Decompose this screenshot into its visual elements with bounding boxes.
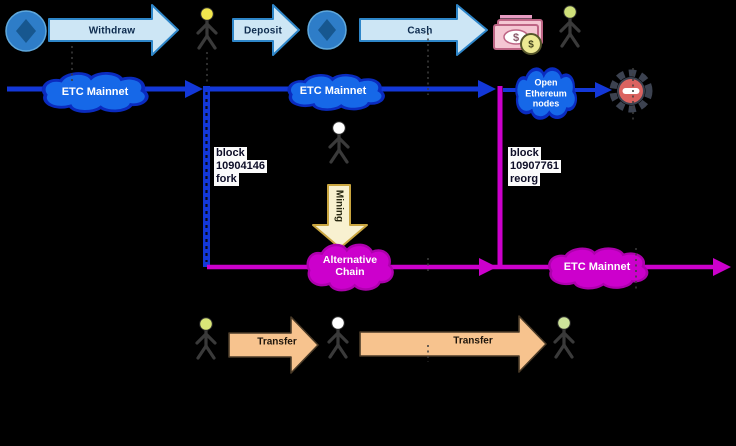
transfer-arrow-left [228,316,319,374]
cash-arrow [359,4,488,56]
exchange-icon [5,10,47,52]
fork-annotation: block 10904146 fork [214,147,267,186]
etc-mainnet-cloud-center [287,73,385,111]
fork-line1: block [214,147,247,160]
person-icon [553,316,575,359]
person-icon [328,121,350,164]
flow-arrowheads [185,80,731,276]
reorg-line3: reorg [508,173,541,186]
timeline-dotted-line [71,33,637,362]
fork-line2: 10904146 [214,160,267,173]
person-icon [559,5,581,48]
mining-arrow [312,184,368,249]
alternative-chain-cloud [306,243,394,292]
person-icon [327,316,349,359]
reorg-line2: 10907761 [508,160,561,173]
reorg-annotation: block 10907761 reorg [508,147,561,186]
svg-text:$: $ [528,40,534,51]
exchange-icon [307,10,347,50]
etc-mainnet-cloud-left [41,71,149,113]
attack-flow-line [207,86,716,270]
reorg-line1: block [508,147,541,160]
transfer-arrow-right [359,315,547,373]
withdraw-arrow [48,4,179,56]
cash-money-icon: $ $ [493,15,543,55]
coin-icon: $ [520,33,542,55]
deposit-arrow [232,4,300,56]
etc-mainnet-reorg-cloud [548,247,649,290]
dollar-sign-icon: $ [513,32,519,44]
person-icon [195,317,217,360]
blocked-node-icon [609,69,653,113]
person-icon [196,7,218,50]
fork-line3: fork [214,173,239,186]
open-ethereum-nodes-cloud [514,67,578,120]
